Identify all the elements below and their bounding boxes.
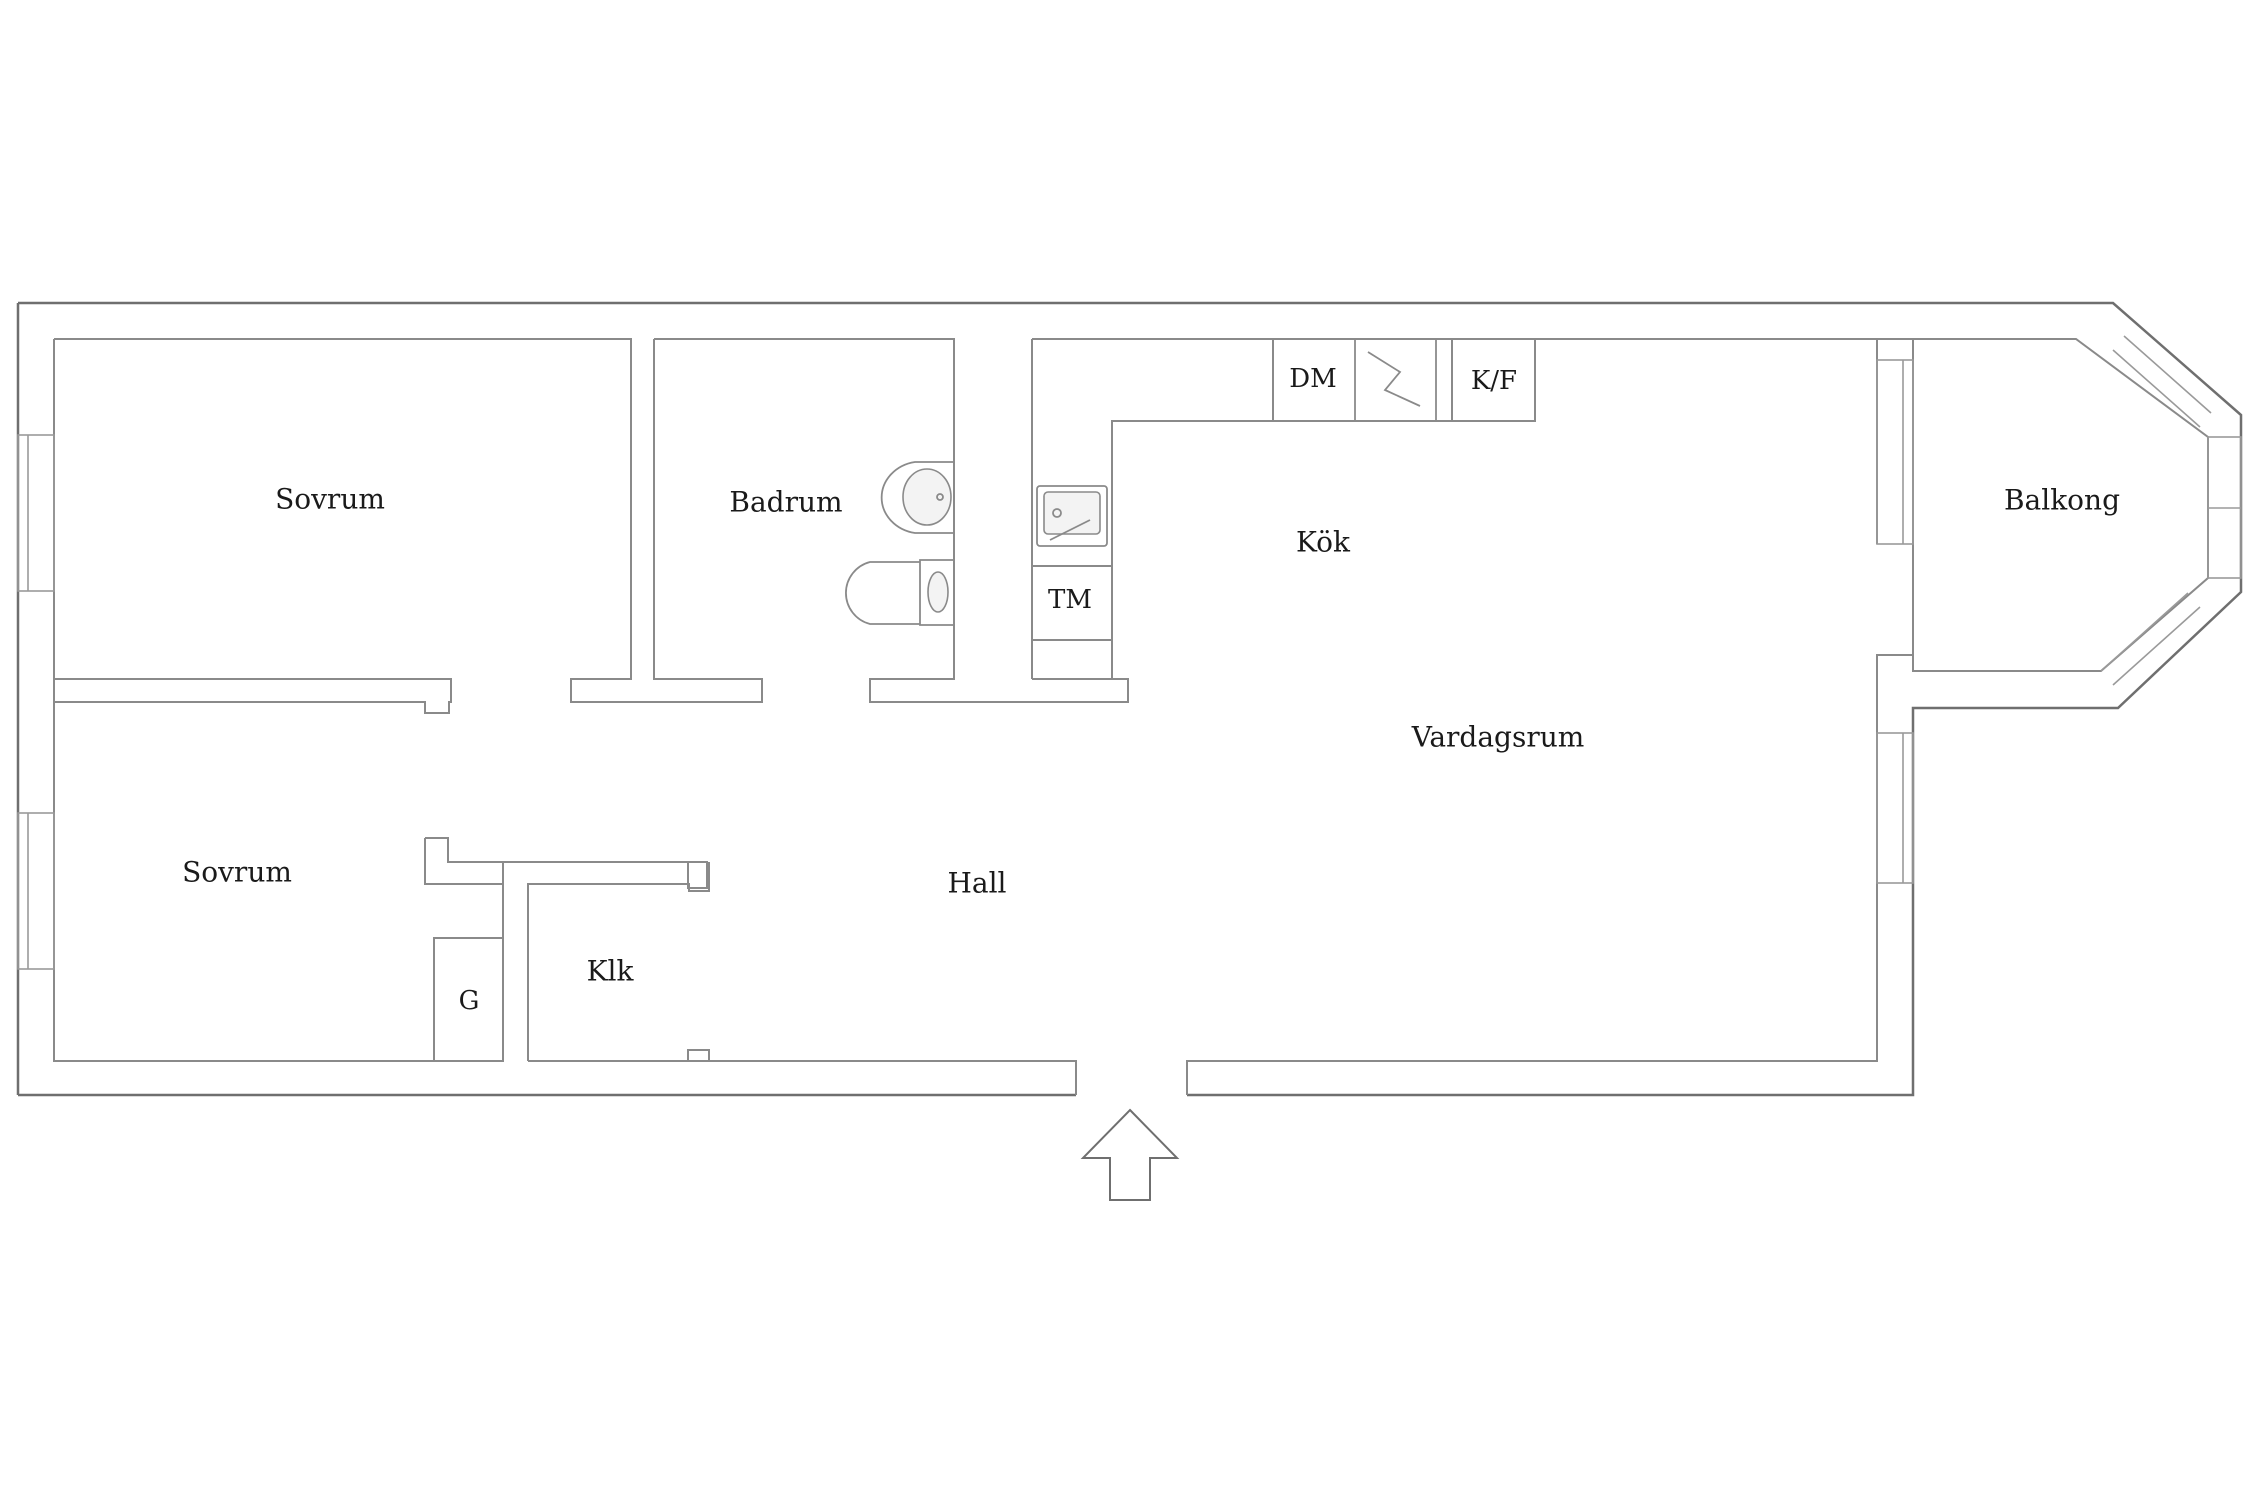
- bedroom-top-walls: [54, 338, 632, 714]
- entrance-arrow-icon: [1080, 1108, 1180, 1201]
- hall-walls: [424, 837, 710, 1061]
- kitchen-sink-icon: [1036, 485, 1108, 547]
- room-label-kok: Kök: [1296, 526, 1351, 559]
- washbasin-icon: [880, 461, 955, 534]
- room-label-balkong: Balkong: [2004, 484, 2120, 517]
- room-label-sovrum-top: Sovrum: [275, 483, 385, 516]
- room-label-vardagsrum: Vardagsrum: [1411, 721, 1585, 754]
- room-label-hall: Hall: [947, 867, 1006, 900]
- kitchen-counter: [1032, 338, 1877, 641]
- windows: [17, 335, 2242, 970]
- appliance-label-kf: K/F: [1471, 366, 1517, 396]
- room-label-garderob: G: [459, 986, 480, 1016]
- room-label-sovrum-bottom: Sovrum: [182, 856, 292, 889]
- room-label-klk: Klk: [587, 955, 635, 988]
- appliance-label-tm: TM: [1048, 585, 1092, 615]
- toilet-icon: [845, 559, 955, 626]
- appliance-label-dm: DM: [1289, 364, 1336, 394]
- room-label-badrum: Badrum: [729, 486, 842, 519]
